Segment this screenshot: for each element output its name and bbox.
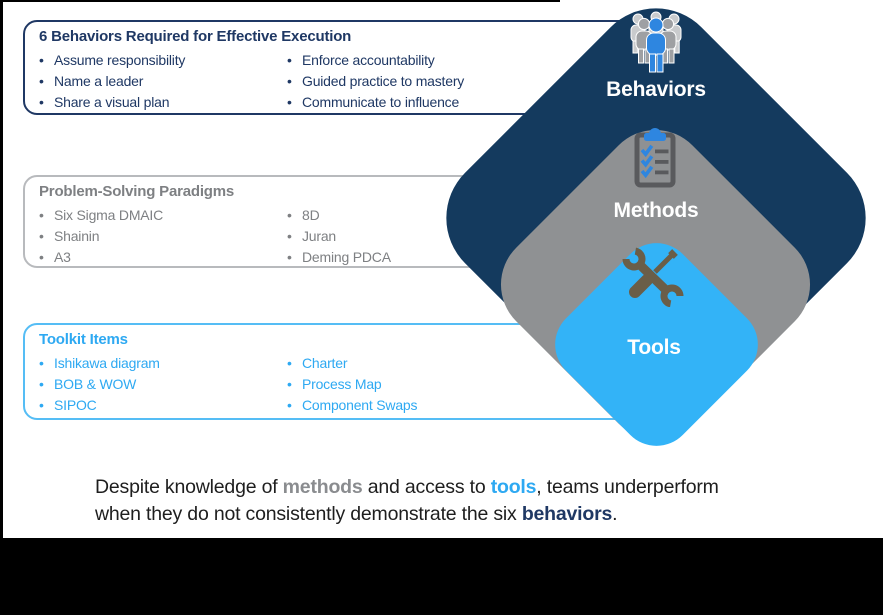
list-item: Share a visual plan — [39, 92, 185, 113]
list-item: Six Sigma DMAIC — [39, 205, 163, 226]
list-item: SIPOC — [39, 395, 160, 416]
black-bottom-bar — [0, 538, 883, 615]
caption-text: when they do not consistently demonstrat… — [95, 503, 522, 525]
list-item: Ishikawa diagram — [39, 353, 160, 374]
panel-behaviors-column-1: Assume responsibility Name a leader Shar… — [39, 50, 185, 113]
list-item: A3 — [39, 247, 163, 268]
behaviors-diamond-label: Behaviors — [606, 78, 706, 101]
list-item: Enforce accountability — [287, 50, 464, 71]
list-item: Communicate to influence — [287, 92, 464, 113]
caption: Despite knowledge of methods and access … — [95, 474, 815, 528]
list-item: Shainin — [39, 226, 163, 247]
list-item: Name a leader — [39, 71, 185, 92]
panel-behaviors: 6 Behaviors Required for Effective Execu… — [23, 20, 648, 115]
frame-top-edge — [0, 0, 560, 2]
caption-methods-word: methods — [282, 476, 363, 498]
panel-behaviors-column-2: Enforce accountability Guided practice t… — [287, 50, 464, 113]
methods-diamond-label: Methods — [613, 199, 699, 222]
caption-text: Despite knowledge of — [95, 476, 283, 498]
list-item: Assume responsibility — [39, 50, 185, 71]
panel-behaviors-title: 6 Behaviors Required for Effective Execu… — [39, 28, 352, 45]
caption-tools-word: tools — [490, 476, 537, 498]
caption-line-1: Despite knowledge of methods and access … — [95, 474, 815, 501]
clipboard-checklist-icon — [634, 128, 676, 188]
panel-methods-title: Problem-Solving Paradigms — [39, 183, 235, 200]
list-item: Charter — [287, 353, 417, 374]
panel-methods-column-1: Six Sigma DMAIC Shainin A3 — [39, 205, 163, 268]
frame-left-edge — [0, 0, 3, 540]
caption-text: . — [612, 503, 618, 525]
list-item: Process Map — [287, 374, 417, 395]
panel-methods-column-2: 8D Juran Deming PDCA — [287, 205, 391, 268]
caption-behaviors-word: behaviors — [521, 503, 613, 525]
caption-text: and access to — [362, 476, 491, 498]
caption-line-2: when they do not consistently demonstrat… — [95, 501, 815, 528]
people-group-icon — [630, 11, 682, 73]
list-item: 8D — [287, 205, 391, 226]
panel-toolkit-title: Toolkit Items — [39, 331, 128, 348]
panel-toolkit: Toolkit Items Ishikawa diagram BOB & WOW… — [23, 323, 648, 420]
list-item: Juran — [287, 226, 391, 247]
list-item: Deming PDCA — [287, 247, 391, 268]
panel-toolkit-column-2: Charter Process Map Component Swaps — [287, 353, 417, 416]
list-item: BOB & WOW — [39, 374, 160, 395]
crossed-tools-icon — [622, 247, 684, 307]
list-item: Component Swaps — [287, 395, 417, 416]
list-item: Guided practice to mastery — [287, 71, 464, 92]
tools-diamond-label: Tools — [627, 336, 681, 359]
caption-text: , teams underperform — [536, 476, 719, 498]
panel-toolkit-column-1: Ishikawa diagram BOB & WOW SIPOC — [39, 353, 160, 416]
